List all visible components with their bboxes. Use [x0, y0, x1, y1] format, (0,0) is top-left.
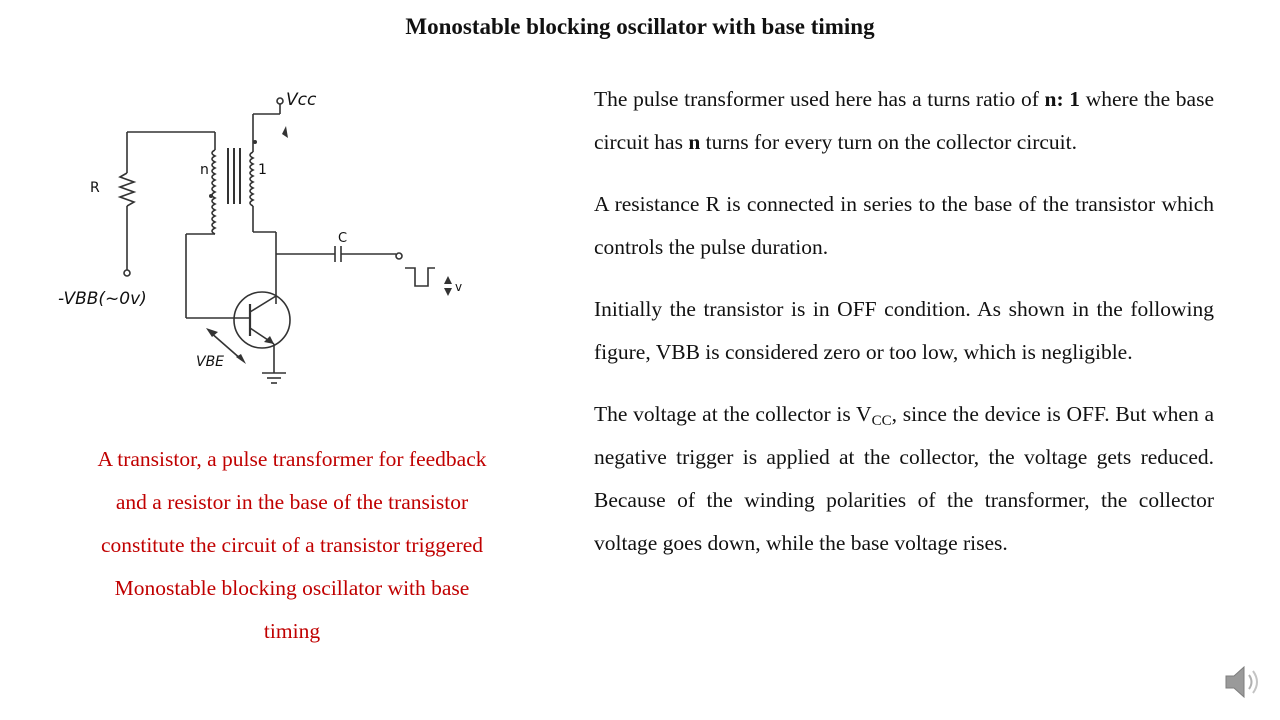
text-run: , since the device is OFF. But when a ne… — [594, 402, 1214, 555]
transistor — [233, 291, 291, 349]
collector-winding — [249, 151, 255, 207]
pulse-waveform — [405, 267, 435, 287]
base-winding — [211, 149, 217, 235]
caption-line: constitute the circuit of a transistor t… — [100, 533, 484, 557]
text-run: where the base circuit has — [594, 87, 1215, 154]
slide-title: Monostable blocking oscillator with base… — [405, 14, 875, 39]
explanation-text: The pulse transformer used here has a tu… — [594, 78, 1214, 584]
paragraph-initial-state: Initially the transistor is in OFF condi… — [594, 297, 1214, 364]
subscript-cc: CC — [871, 413, 892, 429]
ground-symbol — [262, 364, 286, 384]
c-label: C — [338, 231, 347, 246]
caption-line: A transistor, a pulse transformer for fe… — [97, 447, 487, 471]
caption-line: Monostable blocking oscillator with base — [114, 576, 470, 600]
circuit-diagram: Vcc R n 1 C -VBB(~0v) VBE v — [58, 90, 462, 384]
v-label: v — [455, 280, 462, 294]
caption-line: timing — [263, 619, 321, 643]
vbb-label: -VBB(~0v) — [58, 289, 147, 309]
resistor-r — [117, 172, 137, 207]
text-run: The voltage at the collector is V — [594, 402, 872, 426]
vbb-terminal — [123, 269, 131, 277]
speaker-icon[interactable] — [1222, 660, 1266, 704]
vcc-terminal — [276, 97, 284, 105]
paragraph-turns-ratio: The pulse transformer used here has a tu… — [594, 78, 1214, 164]
text-run: turns for every turn on the collector ci… — [700, 130, 1078, 154]
bold-ratio: n: 1 — [1044, 87, 1081, 111]
text-run: The pulse transformer used here has a tu… — [594, 87, 1045, 111]
caption-line: and a resistor in the base of the transi… — [115, 490, 469, 514]
one-label: 1 — [258, 162, 267, 178]
vcc-label: Vcc — [286, 90, 317, 110]
vbe-label: VBE — [196, 354, 224, 370]
diagram-caption: A transistor, a pulse transformer for fe… — [60, 438, 524, 653]
paragraph-resistance: A resistance R is connected in series to… — [594, 192, 1214, 259]
vbe-arrow — [209, 331, 243, 361]
r-label: R — [90, 180, 100, 196]
bold-n: n — [688, 130, 701, 154]
n-label: n — [200, 162, 209, 178]
paragraph-collector-voltage: The voltage at the collector is VCC, sin… — [594, 393, 1214, 565]
output-terminal — [395, 252, 403, 260]
